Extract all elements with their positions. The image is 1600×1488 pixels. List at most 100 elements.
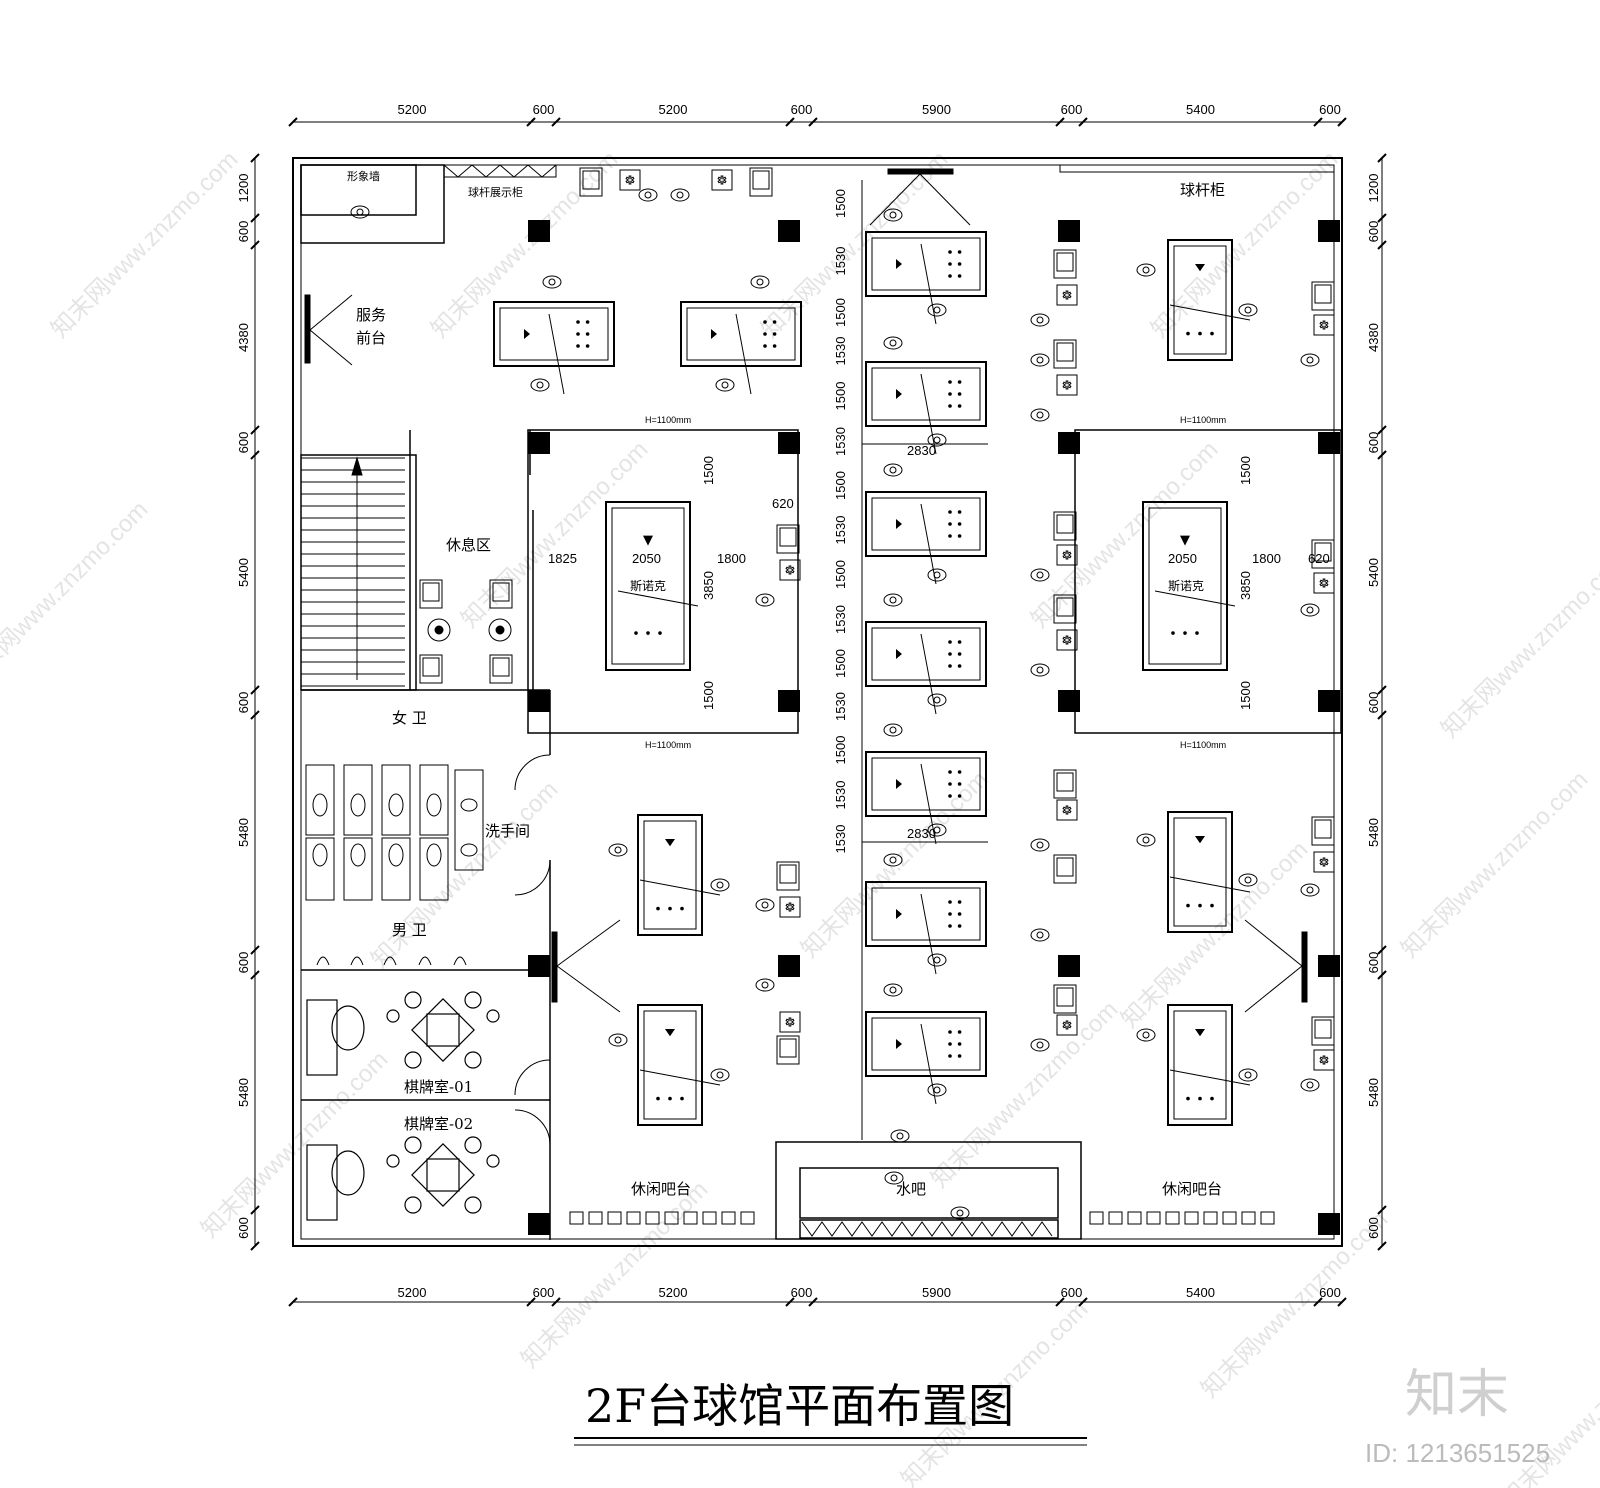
person-body xyxy=(755,593,775,607)
person-body xyxy=(710,1068,730,1082)
column xyxy=(1318,220,1340,242)
ball xyxy=(1186,1096,1190,1101)
tick xyxy=(526,1297,536,1307)
snooker-right-bottom: 1500 xyxy=(1238,681,1253,710)
mahjong-chair xyxy=(464,991,482,1009)
column xyxy=(1318,432,1340,454)
side-table-frame xyxy=(619,169,641,191)
table-cloth xyxy=(499,307,609,361)
left-dim-label: 5400 xyxy=(236,558,251,587)
person-head xyxy=(933,696,941,704)
urinal xyxy=(418,956,432,966)
center-dim-label: 1500 xyxy=(833,189,848,218)
round-table xyxy=(488,618,512,642)
chair-seat xyxy=(422,657,440,677)
side-table: ✱ xyxy=(779,1011,801,1033)
bar-stool xyxy=(740,1211,755,1225)
mahjong-table-inner xyxy=(426,1158,460,1192)
snooker-right-b: 2050 xyxy=(1168,551,1197,566)
tick xyxy=(1377,970,1387,980)
chair-frame xyxy=(1053,511,1077,541)
ball xyxy=(656,906,660,911)
center-dim-label: 1530 xyxy=(833,516,848,545)
person-body xyxy=(670,188,690,202)
label-cue-display: 球杆展示柜 xyxy=(468,185,523,199)
table-frame xyxy=(1167,239,1233,361)
person-figure xyxy=(1300,883,1320,897)
chair-frame xyxy=(1311,281,1335,311)
table-cloth xyxy=(643,1010,697,1120)
snooker-left-bottom: 1500 xyxy=(701,681,716,710)
label-image-wall: 形象墙 xyxy=(347,169,380,183)
rack xyxy=(665,839,675,847)
ball xyxy=(772,320,777,324)
person-figure xyxy=(755,593,775,607)
chair-frame xyxy=(1053,984,1077,1014)
person-figure xyxy=(883,853,903,867)
snooker-right-d: 620 xyxy=(1308,551,1330,566)
person-figure xyxy=(883,336,903,350)
chair-seat xyxy=(779,527,797,547)
mahjong-chair xyxy=(404,1136,422,1154)
person-body xyxy=(1300,1078,1320,1092)
person-body xyxy=(1238,873,1258,887)
ball xyxy=(948,924,952,928)
label-washroom: 洗手间 xyxy=(485,822,530,840)
chair-frame xyxy=(419,654,443,684)
ball xyxy=(668,1096,672,1101)
tick xyxy=(1078,117,1088,127)
mahjong-set xyxy=(306,1136,500,1221)
center-table xyxy=(865,881,987,975)
toilet-bowl xyxy=(312,843,328,867)
table-frame xyxy=(637,1004,703,1126)
person-body xyxy=(883,983,903,997)
person-body xyxy=(883,463,903,477)
person-body xyxy=(1030,568,1050,582)
person-body xyxy=(350,205,370,219)
mahjong-stool xyxy=(386,1154,400,1168)
chair-frame xyxy=(776,524,800,554)
center-dim-label: 1500 xyxy=(833,471,848,500)
watermark-text: 知末网www.znzmo.com xyxy=(796,766,993,963)
person-figure xyxy=(755,978,775,992)
person-figure xyxy=(927,1083,947,1097)
ball xyxy=(763,344,767,348)
ball xyxy=(957,794,962,798)
person-head xyxy=(889,466,897,474)
table-frame xyxy=(1167,811,1233,933)
rack xyxy=(896,649,902,659)
rack xyxy=(896,909,902,919)
person-head xyxy=(889,856,897,864)
person-head xyxy=(933,306,941,314)
person-head xyxy=(614,1036,622,1044)
person-body xyxy=(883,723,903,737)
mahjong-chair xyxy=(464,1136,482,1154)
table-cloth xyxy=(871,367,981,421)
ball xyxy=(634,631,638,635)
top-dim-label: 600 xyxy=(791,102,813,117)
snooker-right-h: 3850 xyxy=(1238,571,1253,600)
label-cue-cabinet: 球杆柜 xyxy=(1180,181,1225,199)
person-figure xyxy=(1030,838,1050,852)
person-figure xyxy=(350,205,370,219)
bar-stool xyxy=(645,1211,660,1225)
room-labels: 形象墙 球杆展示柜 服务 前台 休息区 斯诺克 斯诺克 女 卫 男 卫 洗手间 … xyxy=(347,169,1225,1198)
chair-seat xyxy=(1056,597,1074,617)
tick xyxy=(1313,1297,1323,1307)
armchair xyxy=(1053,339,1077,369)
ball xyxy=(957,1054,962,1058)
side-table-mark: ✱ xyxy=(1062,550,1071,562)
chair-seat xyxy=(492,657,510,677)
bar-stool xyxy=(1108,1211,1123,1225)
tick xyxy=(785,117,795,127)
cue xyxy=(639,1069,721,1086)
right-table-3 xyxy=(1167,1004,1251,1126)
person-figure xyxy=(715,378,735,392)
ball xyxy=(948,534,952,538)
chair-seat xyxy=(1056,772,1074,792)
ball xyxy=(668,906,672,911)
person-figure xyxy=(1238,303,1258,317)
person-body xyxy=(1030,928,1050,942)
side-table: ✱ xyxy=(1313,314,1335,336)
